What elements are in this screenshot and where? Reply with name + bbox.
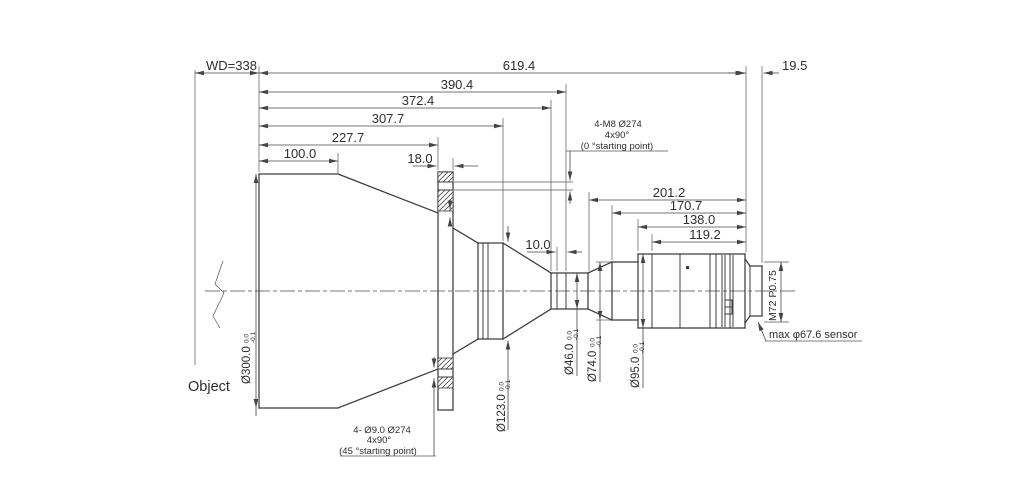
dia-rear-barrel-value: Ø95.0 bbox=[630, 357, 642, 388]
rear-flange-holes-note-line1: 4-M8 Ø274 bbox=[594, 119, 642, 130]
dia-rear-barrel-tol-lower: -0.1 bbox=[639, 341, 646, 353]
dimension-lines bbox=[195, 70, 862, 457]
dia-rear-small-value: Ø74.0 bbox=[587, 351, 599, 382]
dia-rear-small-tol-lower: -0.1 bbox=[596, 335, 603, 347]
mount-thread-label: M72 P0.75 bbox=[767, 270, 779, 321]
dia-front-value: Ø300.0 bbox=[241, 346, 253, 384]
clamp-detail bbox=[724, 306, 733, 315]
dia-front-label: Ø300.0 0.0 -0.1 bbox=[241, 331, 257, 384]
dia-waist-tol-lower: -0.1 bbox=[573, 328, 580, 340]
lens-body-outline bbox=[258, 171, 763, 411]
dia-front-tol-lower: -0.1 bbox=[250, 331, 257, 343]
dim-227-label: 227.7 bbox=[332, 130, 365, 145]
rear-flange-holes-note-line2: 4x90° bbox=[605, 130, 630, 141]
dim-372-label: 372.4 bbox=[402, 93, 435, 108]
dia-waist-tol-upper: 0.0 bbox=[567, 331, 574, 340]
dim-170-label: 170.7 bbox=[670, 198, 703, 213]
dim-119-label: 119.2 bbox=[689, 227, 721, 242]
dia-mid-tol-lower: -0.1 bbox=[505, 379, 512, 391]
dim-overall-length-label: 619.4 bbox=[503, 58, 536, 73]
rear-flange-holes-note-line3: (0 °starting point) bbox=[581, 141, 653, 152]
front-flange-holes-note-line2: 4x90° bbox=[367, 435, 392, 446]
dia-rear-barrel-label: Ø95.0 0.0 -0.1 bbox=[630, 341, 646, 388]
dim-working-distance-label: WD=338 bbox=[206, 58, 257, 73]
extension-lines bbox=[258, 66, 789, 323]
dim-100-label: 100.0 bbox=[284, 146, 317, 161]
dim-waist-length-label: 10.0 bbox=[525, 237, 550, 252]
dia-rear-barrel-tol-upper: 0.0 bbox=[633, 344, 640, 353]
dia-waist-value: Ø46.0 bbox=[564, 344, 576, 375]
dim-flange-thickness-label: 18.0 bbox=[407, 151, 432, 166]
dia-front-tol-upper: 0.0 bbox=[244, 334, 251, 343]
reference-lines bbox=[194, 70, 795, 365]
dia-rear-small-label: Ø74.0 0.0 -0.1 bbox=[587, 335, 603, 382]
index-mark bbox=[686, 266, 689, 269]
diameter-labels: Ø300.0 0.0 -0.1 Ø123.0 0.0 -0.1 Ø46.0 0.… bbox=[241, 328, 646, 432]
clamp-detail bbox=[724, 299, 733, 308]
dia-mid-label: Ø123.0 0.0 -0.1 bbox=[496, 379, 512, 432]
dim-307-label: 307.7 bbox=[372, 111, 405, 126]
dia-rear-small-tol-upper: 0.0 bbox=[590, 338, 597, 347]
flange-section-hatching bbox=[437, 171, 454, 389]
dimension-labels: WD=338 619.4 19.5 390.4 372.4 307.7 227.… bbox=[206, 58, 807, 252]
dim-rear-length-label: 19.5 bbox=[782, 58, 807, 73]
dim-390-label: 390.4 bbox=[441, 77, 474, 92]
dim-138-label: 138.0 bbox=[683, 212, 716, 227]
front-flange-holes-note-line1: 4- Ø9.0 Ø274 bbox=[353, 425, 411, 436]
dia-mid-tol-upper: 0.0 bbox=[499, 382, 506, 391]
dia-mid-value: Ø123.0 bbox=[496, 394, 508, 432]
front-flange-holes-note-line3: (45 °starting point) bbox=[339, 446, 417, 457]
sensor-note: max φ67.6 sensor bbox=[769, 329, 858, 341]
dim-201-label: 201.2 bbox=[653, 185, 686, 200]
dia-waist-label: Ø46.0 0.0 -0.1 bbox=[564, 328, 580, 375]
break-symbol bbox=[212, 260, 225, 329]
object-label: Object bbox=[188, 379, 230, 395]
note-labels: 4-M8 Ø274 4x90° (0 °starting point) 4- Ø… bbox=[188, 119, 858, 457]
